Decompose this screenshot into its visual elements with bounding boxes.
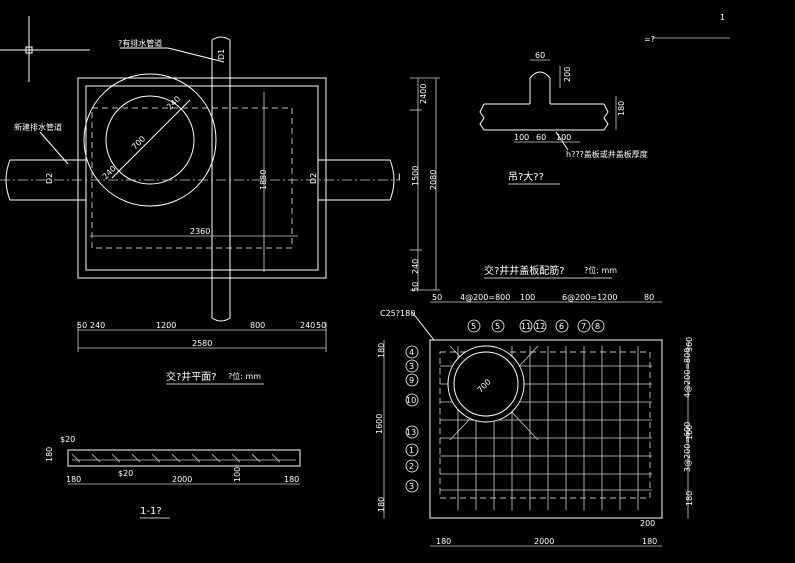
- cover-bubble-l3: 10: [406, 396, 416, 405]
- section-rebar: [71, 453, 296, 463]
- section-dim-180: 180: [45, 447, 54, 462]
- notes-line-1: =?: [644, 35, 655, 44]
- cover-right-3: 3@200=600: [683, 422, 692, 472]
- section-bottom-2: 180: [284, 475, 299, 484]
- cover-bottom-2: 180: [642, 537, 657, 546]
- plan-dim-700: 700: [130, 134, 147, 151]
- cover-right-0: 360: [685, 337, 694, 352]
- cover-right-2: 100: [685, 425, 694, 440]
- plan-inner-wall: [85, 85, 319, 271]
- notes-block: =?: [644, 35, 730, 44]
- hook-note: h???盖板或井盖板厚度: [566, 149, 648, 159]
- plan-dim-b5: 50: [316, 321, 326, 330]
- plan-side-1500: 1500: [411, 166, 420, 186]
- cover-bubble-l5: 1: [409, 446, 414, 455]
- cover-left-bubbles: [405, 345, 419, 493]
- cover-bubble-l7: 3: [409, 482, 414, 491]
- cover-concrete-label: C25?180: [380, 309, 415, 318]
- page-number: 1: [720, 13, 725, 22]
- cover-bubble-t1: 5: [495, 322, 500, 331]
- plan-dim-b1: 240: [90, 321, 105, 330]
- section-1-1: $20 $20 180 180 2000 180 100 1-1?: [45, 435, 301, 519]
- section-slab: [67, 449, 301, 467]
- plan-base-outline: [91, 107, 293, 249]
- section-bottom-1: 2000: [172, 475, 192, 484]
- plan-dim-b3: 800: [250, 321, 265, 330]
- cover-opening-inner: [453, 351, 519, 417]
- hook-dim-200: 200: [563, 67, 572, 82]
- plan-side-50: 50: [411, 282, 420, 292]
- cover-bottom-0: 180: [436, 537, 451, 546]
- cover-dim-200: 200: [640, 519, 655, 528]
- cover-bubble-l4: 13: [406, 428, 416, 437]
- cover-opening-outer: [447, 345, 525, 423]
- plan-pipe-d2-right: D2: [309, 173, 318, 184]
- cover-bubble-l6: 2: [409, 462, 414, 471]
- section-title: 1-1?: [140, 506, 162, 517]
- section-dim-100: 100: [233, 467, 242, 482]
- cover-bubble-t0: 5: [471, 322, 476, 331]
- cover-top-d3: 6@200=1200: [562, 293, 617, 302]
- cover-right-4: 180: [685, 491, 694, 506]
- plan-pipe-d1-label: D1: [217, 49, 226, 60]
- cover-top-d4: 80: [644, 293, 654, 302]
- cover-bubble-t7: 8: [595, 322, 600, 331]
- cover-bubble-t2: 11: [521, 322, 531, 331]
- cover-unit: ?位: mm: [584, 265, 617, 275]
- cover-dim-180a: 180: [377, 343, 386, 358]
- plan-label-new-pipe: 新建排水管道: [14, 122, 62, 132]
- hook-dim-100a: 100: [514, 133, 529, 142]
- cover-dim-180b: 180: [377, 497, 386, 512]
- cover-plate: 交?井井盖板配筋? ?位: mm 50 4@200=800 100 6@200=…: [375, 264, 694, 547]
- plan-pipe-d2-left: D2: [45, 173, 54, 184]
- plan-dim-b0: 50: [77, 321, 87, 330]
- cover-right-1: 4@200=800: [683, 348, 692, 398]
- plan-dim-b4: 240: [300, 321, 315, 330]
- plan-section-mark: I: [398, 173, 401, 183]
- plan-manhole-inner: [105, 95, 195, 185]
- section-bottom-0: 180: [66, 475, 81, 484]
- cover-top-bubbles: [467, 319, 605, 333]
- plan-dim-1880: 1880: [259, 170, 268, 190]
- plan-side-top: 2400: [419, 84, 428, 104]
- plan-side-total: 2080: [429, 170, 438, 190]
- cover-top-d2: 100: [520, 293, 535, 302]
- plan-dim-2360: 2360: [190, 227, 210, 236]
- plan-dim-total: 2580: [192, 339, 212, 348]
- section-rebar-bottom: $20: [118, 469, 133, 478]
- cover-slab-outline: [429, 339, 663, 519]
- cover-bubble-l2: 9: [409, 376, 414, 385]
- cover-bubble-t6: 7: [581, 322, 586, 331]
- cover-bubble-l0: 4: [409, 348, 414, 357]
- hook-detail: 60 200 180 100 60 100 h???盖板或井盖板厚度 吊?大??: [479, 51, 648, 185]
- cover-title: 交?井井盖板配筋?: [484, 264, 565, 277]
- cover-bubble-l1: 3: [409, 362, 414, 371]
- plan-dim-240b: 240: [165, 94, 182, 111]
- cover-bottom-1: 2000: [534, 537, 554, 546]
- cover-dim-1600: 1600: [375, 414, 384, 434]
- hook-dim-100b: 100: [556, 133, 571, 142]
- plan-side-240: 240: [411, 259, 420, 274]
- plan-outer-wall: [77, 77, 327, 279]
- plan-manhole-outer: [83, 73, 217, 207]
- plan-dim-b2: 1200: [156, 321, 176, 330]
- plan-unit: ?位: mm: [228, 371, 261, 381]
- hook-dim-60b: 60: [536, 133, 546, 142]
- section-rebar-top: $20: [60, 435, 75, 444]
- cover-top-d1: 4@200=800: [460, 293, 510, 302]
- cover-top-d0: 50: [432, 293, 442, 302]
- cover-inner-outline: [439, 351, 651, 499]
- plan-label-existing-pipe: ?有排水管道: [118, 38, 162, 48]
- hook-dim-180: 180: [617, 101, 626, 116]
- plan-title: 交?井平面?: [166, 370, 217, 383]
- cover-bubble-t4: 6: [559, 322, 564, 331]
- plan-view: 700 240 240 D1 D2 D2 I 2360 1880 ?有排水管道 …: [0, 36, 440, 385]
- cover-bubble-t3: 12: [535, 322, 545, 331]
- hook-title: 吊?大??: [508, 170, 544, 183]
- ucs-crosshair-icon: [0, 16, 90, 82]
- hook-dim-60: 60: [535, 51, 545, 60]
